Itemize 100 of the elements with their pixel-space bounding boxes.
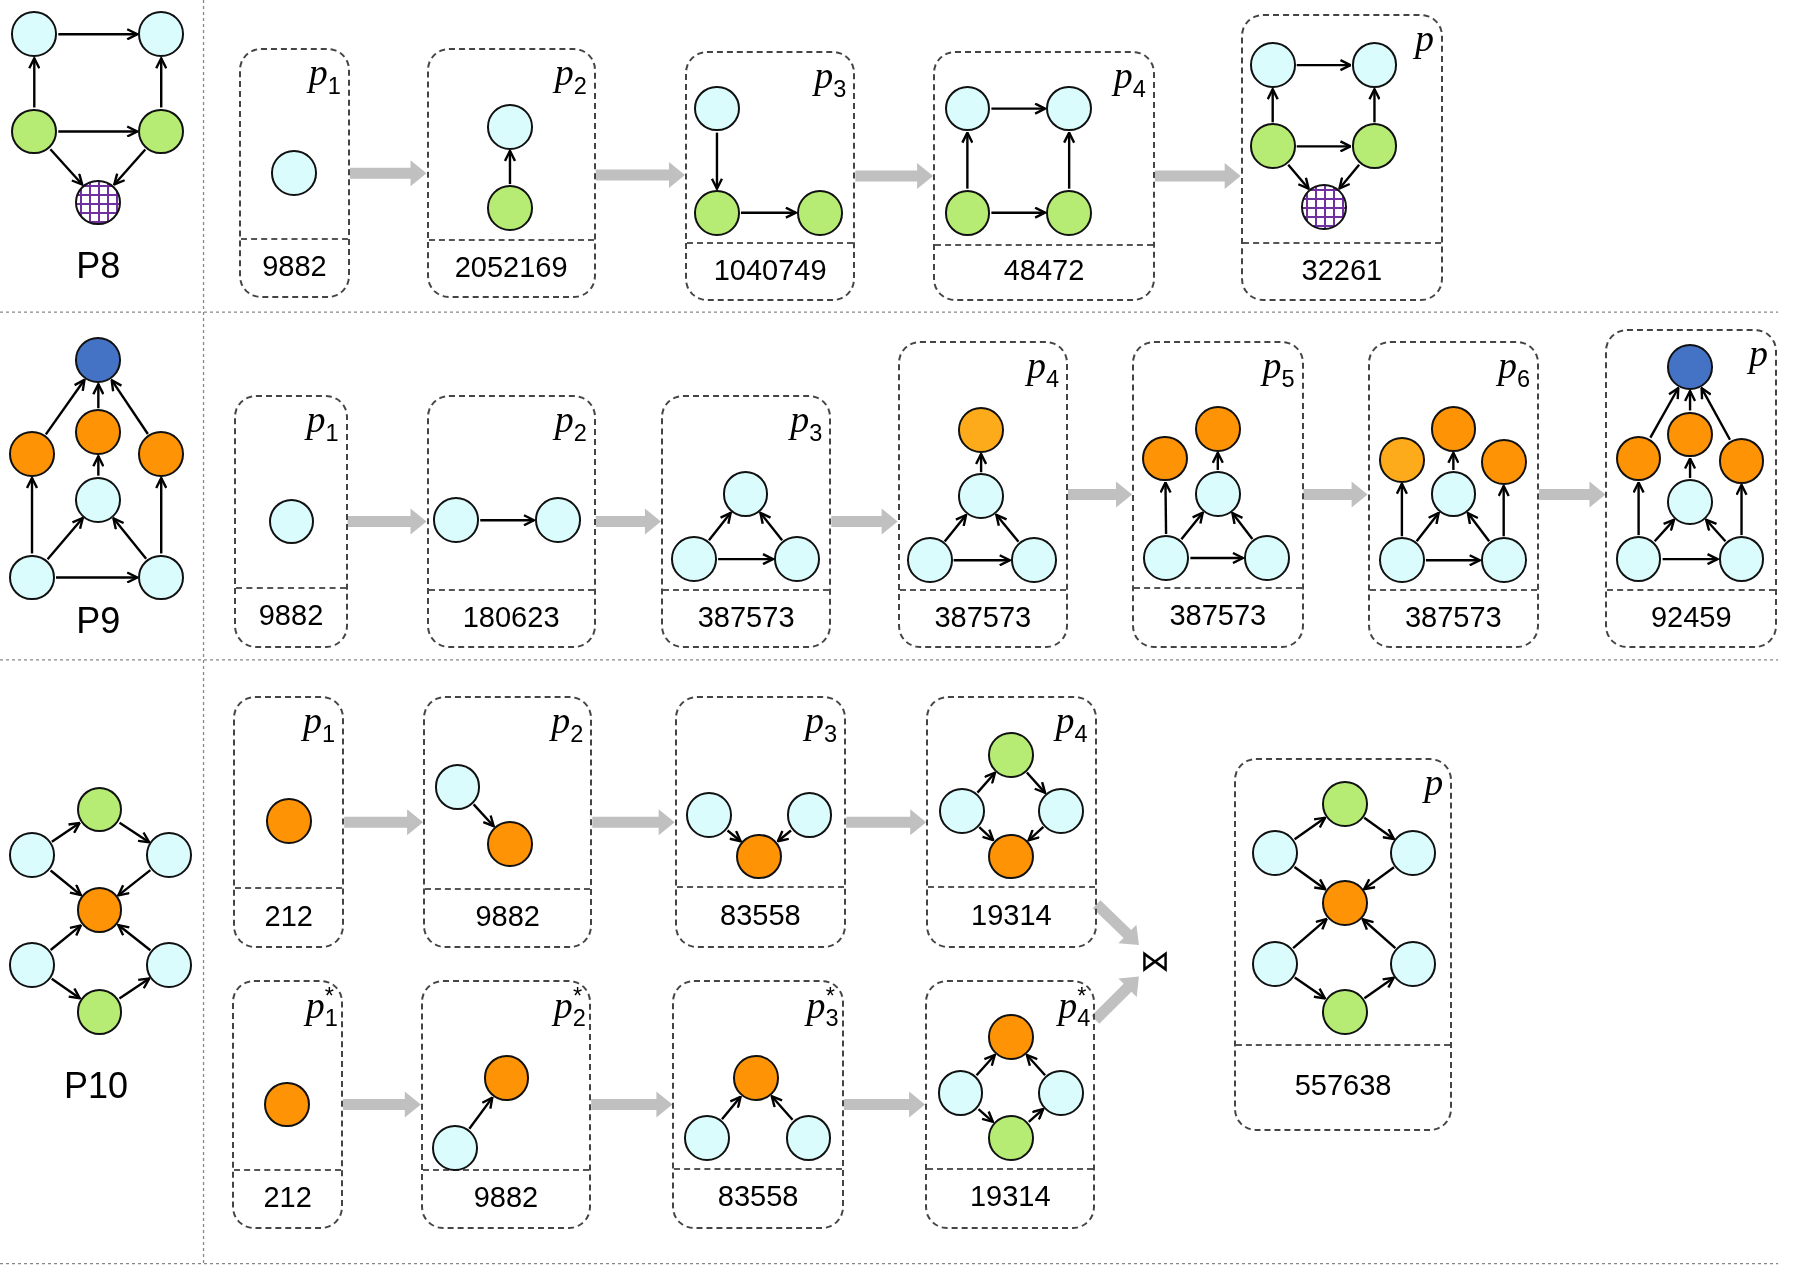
arrow bbox=[1363, 976, 1395, 1000]
match-count: 48472 bbox=[1003, 256, 1085, 286]
arrow bbox=[770, 1095, 794, 1121]
vertex-circle bbox=[1194, 471, 1241, 517]
match-count: 19314 bbox=[971, 901, 1052, 931]
vertex-circle bbox=[138, 554, 185, 601]
vertex-circle bbox=[138, 108, 185, 155]
pattern-card bbox=[232, 979, 344, 1230]
pattern-label: p$_{1}$ bbox=[306, 398, 339, 446]
arrow bbox=[1395, 482, 1409, 537]
vertex-circle bbox=[433, 497, 480, 544]
arrow bbox=[1296, 58, 1352, 72]
join-symbol: ⋈ bbox=[1138, 944, 1171, 977]
vertex-circle bbox=[1143, 535, 1190, 581]
arrow bbox=[710, 132, 724, 190]
vertex-circle bbox=[958, 407, 1004, 453]
arrow bbox=[28, 57, 41, 108]
vertex-circle bbox=[1038, 787, 1084, 834]
match-count: 212 bbox=[264, 901, 313, 931]
step-arrow bbox=[855, 163, 934, 190]
vertex-circle bbox=[1252, 830, 1298, 876]
arrow bbox=[1159, 481, 1172, 534]
vertex-circle bbox=[786, 792, 833, 839]
vertex-circle bbox=[1667, 344, 1713, 390]
arrow bbox=[718, 552, 775, 566]
arrow bbox=[1653, 518, 1676, 543]
step-arrow bbox=[1303, 481, 1368, 508]
pattern-card bbox=[423, 696, 593, 948]
pattern-label: p$_{1}$ bbox=[308, 52, 341, 100]
vertex-circle bbox=[483, 1055, 530, 1102]
vertex-circle bbox=[987, 731, 1034, 778]
vertex-circle bbox=[487, 821, 533, 867]
arrow bbox=[1363, 816, 1396, 841]
vertex-circle bbox=[686, 792, 732, 839]
arrow bbox=[503, 149, 517, 185]
arrow bbox=[1025, 771, 1047, 795]
pattern-label: p$_{3}$ bbox=[814, 55, 847, 103]
vertex-circle bbox=[987, 833, 1034, 880]
arrow bbox=[56, 571, 139, 584]
arrow bbox=[974, 452, 988, 473]
pattern-card bbox=[672, 979, 844, 1230]
step-arrow bbox=[831, 508, 898, 535]
arrow bbox=[978, 826, 995, 842]
vertex-circle bbox=[732, 1055, 779, 1102]
pattern-label: p$_{4}$ bbox=[1113, 55, 1146, 103]
vertex-circle bbox=[9, 431, 55, 477]
vertex-circle bbox=[1142, 435, 1189, 482]
arrow bbox=[776, 829, 792, 843]
vertex-circle bbox=[1480, 439, 1527, 485]
arrow bbox=[1231, 511, 1254, 540]
step-arrow bbox=[347, 508, 427, 535]
arrow bbox=[1294, 976, 1327, 1000]
vertex-circle bbox=[797, 189, 843, 236]
arrow bbox=[1296, 140, 1352, 153]
vertex-circle bbox=[76, 887, 123, 934]
match-count: 387573 bbox=[934, 602, 1032, 632]
vertex-circle bbox=[1379, 436, 1425, 483]
arrow bbox=[1704, 518, 1727, 543]
arrow bbox=[740, 206, 798, 219]
vertex-circle bbox=[774, 536, 820, 582]
vertex-circle bbox=[1046, 189, 1092, 236]
step-arrow bbox=[595, 161, 685, 188]
arrow bbox=[991, 206, 1047, 219]
pattern-label: p bbox=[1748, 333, 1768, 376]
match-count: 180623 bbox=[462, 602, 560, 632]
pattern-card bbox=[233, 696, 345, 948]
pattern-name: P9 bbox=[76, 602, 121, 639]
arrow bbox=[943, 513, 968, 543]
arrow bbox=[976, 771, 997, 794]
arrow bbox=[1190, 551, 1245, 565]
pattern-name: P8 bbox=[76, 248, 121, 285]
arrow bbox=[155, 57, 168, 108]
vertex-circle bbox=[1718, 536, 1765, 582]
pattern-card bbox=[674, 696, 847, 948]
arrow bbox=[155, 476, 168, 554]
arrow bbox=[975, 1053, 996, 1077]
vertex-circle bbox=[1010, 537, 1057, 584]
arrow bbox=[472, 803, 495, 828]
match-count: 9882 bbox=[262, 252, 327, 282]
arrow bbox=[118, 977, 151, 1000]
vertex-circle bbox=[1244, 535, 1290, 581]
vertex-circle bbox=[1430, 405, 1477, 452]
match-count: 32261 bbox=[1301, 255, 1383, 285]
arrow bbox=[726, 829, 742, 843]
match-count: 1040749 bbox=[713, 255, 827, 285]
step-arrow bbox=[591, 1091, 673, 1118]
arrow bbox=[1466, 511, 1491, 542]
match-count: 83558 bbox=[717, 1182, 799, 1212]
arrow bbox=[1415, 511, 1440, 543]
vertex-circle bbox=[694, 85, 740, 132]
arrow bbox=[49, 148, 84, 186]
hatched-vertex-circle bbox=[1301, 184, 1347, 230]
pattern-card bbox=[239, 48, 350, 299]
match-count: 557638 bbox=[1294, 1071, 1392, 1101]
arrow bbox=[1028, 1107, 1045, 1123]
vertex-circle bbox=[9, 554, 55, 601]
pattern-card bbox=[926, 696, 1097, 948]
arrow bbox=[51, 821, 81, 843]
step-arrow bbox=[843, 1091, 926, 1118]
pattern-card bbox=[1233, 758, 1453, 1131]
